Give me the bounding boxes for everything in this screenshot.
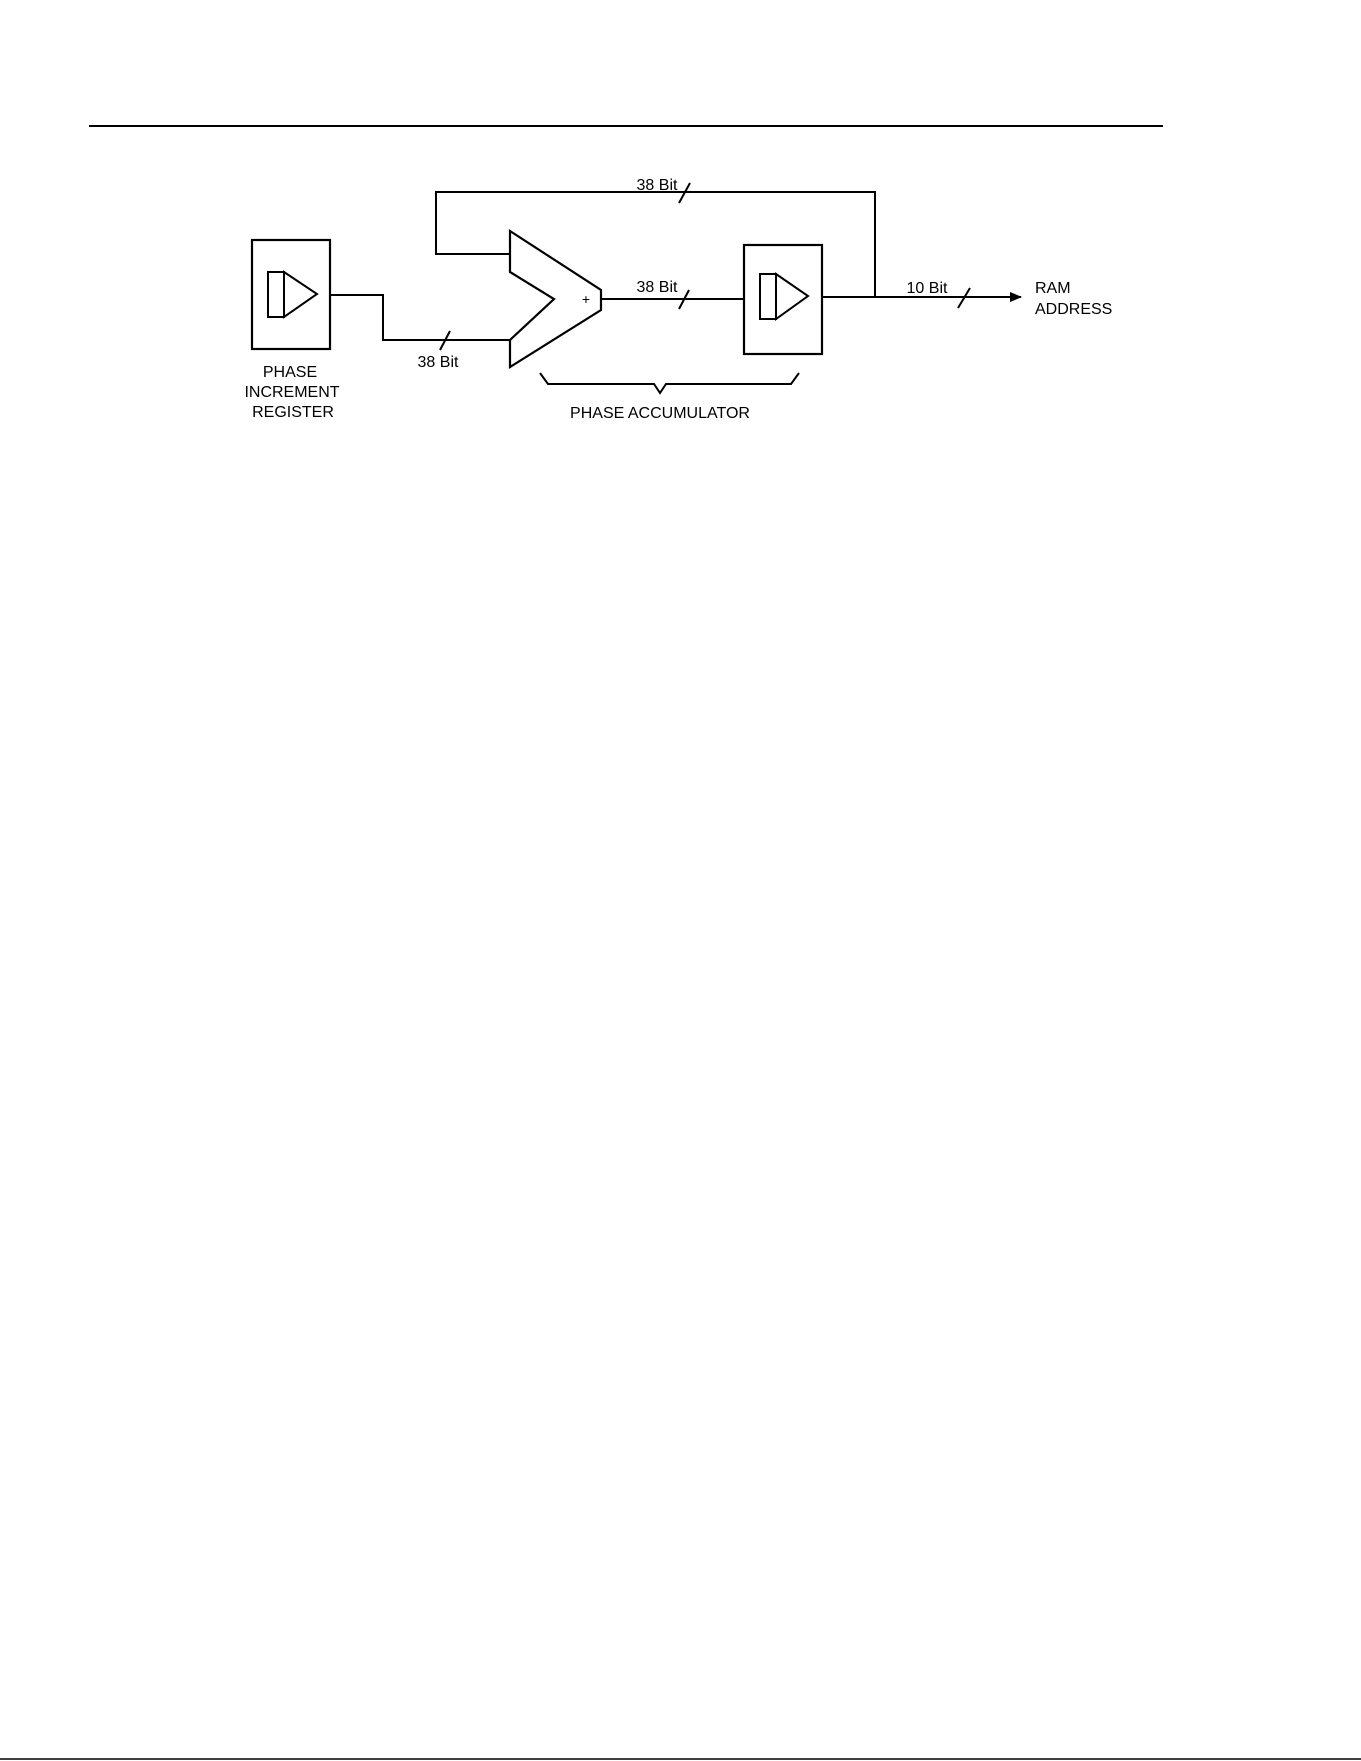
phase-increment-register-label-line-1: PHASE [263,364,317,381]
output-bus-label: 10 Bit [907,280,948,297]
phase-increment-register [252,240,330,349]
ram-address-label-line-1: RAM [1035,280,1071,297]
accumulator-register [744,245,822,354]
feedback-bus-label: 38 Bit [637,177,678,194]
input-wire [330,295,510,340]
ram-address-label-line-2: ADDRESS [1035,301,1112,318]
adder-plus-sign: + [582,291,590,307]
phase-accumulator-brace [540,373,799,393]
input-bus-label: 38 Bit [418,354,459,371]
phase-accumulator-label: PHASE ACCUMULATOR [570,405,750,422]
adder-to-register-bus-label: 38 Bit [637,279,678,296]
phase-increment-register-label-line-2: INCREMENT [244,384,339,401]
phase-increment-register-label-line-3: REGISTER [252,404,334,421]
